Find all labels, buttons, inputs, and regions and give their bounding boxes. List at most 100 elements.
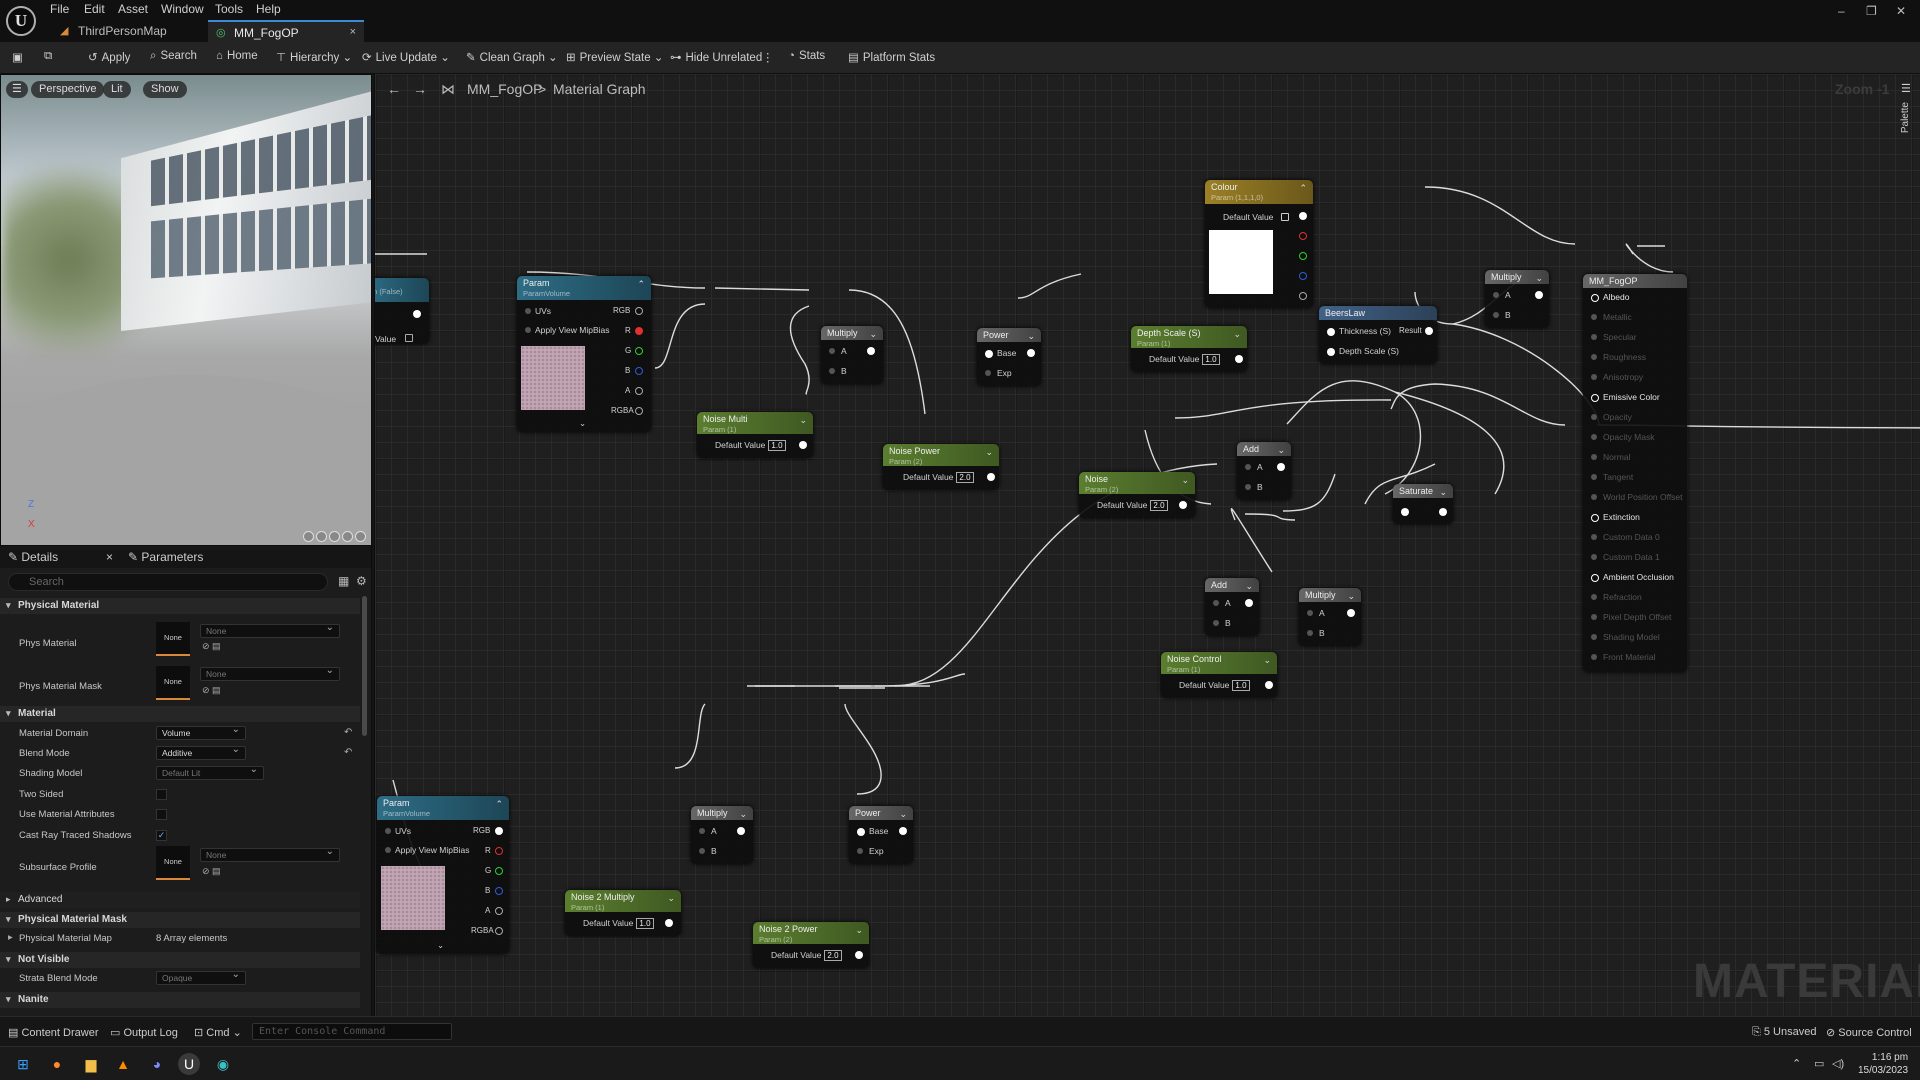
forward-arrow-icon[interactable]: → xyxy=(413,81,427,97)
output-pin[interactable] xyxy=(799,441,807,449)
chevron-down-icon[interactable]: ⌄ xyxy=(1263,655,1271,665)
system-clock[interactable]: 1:16 pm 15/03/2023 xyxy=(1858,1051,1908,1077)
input-pin[interactable] xyxy=(1591,654,1597,660)
unreal-logo-icon[interactable]: U xyxy=(6,6,36,36)
close-details-icon[interactable]: × xyxy=(106,550,114,564)
collapse-icon[interactable]: ⌃ xyxy=(1299,183,1307,193)
input-pin[interactable] xyxy=(1327,348,1335,356)
input-pin[interactable] xyxy=(1213,600,1219,606)
input-pin[interactable] xyxy=(1493,292,1499,298)
menu-tools[interactable]: Tools xyxy=(215,2,244,16)
input-pin[interactable] xyxy=(1591,634,1597,640)
more-options-icon[interactable]: ⋮ xyxy=(762,52,774,64)
material-graph-canvas[interactable]: ← → ⋈ MM_FogOP > Material Graph Zoom -1 … xyxy=(374,74,1920,1016)
breadcrumb-graph[interactable]: Material Graph xyxy=(553,81,646,97)
input-pin[interactable] xyxy=(1591,514,1599,522)
input-pin[interactable] xyxy=(1591,314,1597,320)
cube-icon[interactable] xyxy=(342,531,353,542)
output-pin[interactable] xyxy=(495,907,503,915)
details-scrollbar[interactable] xyxy=(362,596,367,736)
input-pin[interactable] xyxy=(1591,374,1597,380)
cmd-dropdown[interactable]: ⊡ Cmd ⌄ xyxy=(194,1027,242,1039)
input-pin[interactable] xyxy=(1591,474,1597,480)
collapse-icon[interactable]: ⌃ xyxy=(637,279,645,289)
palette-tab[interactable]: Palette xyxy=(1900,102,1911,134)
reset-icon[interactable]: ↶ xyxy=(344,727,353,738)
phys-material-dropdown[interactable]: None xyxy=(200,622,340,638)
input-pin[interactable] xyxy=(1591,534,1597,540)
input-pin[interactable] xyxy=(1591,594,1597,600)
power-node[interactable]: Power⌄ Base Exp xyxy=(849,806,913,864)
output-pin[interactable] xyxy=(635,407,643,415)
reset-icon[interactable]: ↶ xyxy=(344,747,353,758)
input-pin[interactable] xyxy=(1307,610,1313,616)
value-input[interactable]: 1.0 xyxy=(768,440,786,451)
source-control-button[interactable]: ⊘ Source Control xyxy=(1826,1027,1912,1039)
network-icon[interactable]: ▭ xyxy=(1814,1058,1825,1070)
add-node[interactable]: Add⌄ A B xyxy=(1205,578,1259,636)
chevron-down-icon[interactable]: ⌄ xyxy=(985,447,993,457)
input-pin[interactable] xyxy=(985,370,991,376)
input-pin[interactable] xyxy=(1591,334,1597,340)
input-pin[interactable] xyxy=(1327,328,1335,336)
restore-icon[interactable]: ❐ xyxy=(1866,4,1877,18)
color-picker-swatch[interactable] xyxy=(1281,213,1289,221)
cast-ray-traced-shadows-checkbox[interactable]: ✓ xyxy=(156,830,167,841)
browse-icon[interactable]: ⧉ xyxy=(44,50,53,62)
section-nanite[interactable]: ▾Nanite xyxy=(0,992,360,1008)
hide-unrelated-button[interactable]: ⊶Hide Unrelated xyxy=(670,50,762,64)
output-pin[interactable] xyxy=(899,827,907,835)
stats-button[interactable]: ◔Stats xyxy=(788,50,825,62)
asset-picker-icons[interactable]: ⊘ ▤ xyxy=(202,866,221,876)
input-pin[interactable] xyxy=(857,848,863,854)
output-pin[interactable] xyxy=(1265,681,1273,689)
chevron-down-icon[interactable]: ⌄ xyxy=(899,809,907,819)
output-pin[interactable] xyxy=(1535,291,1543,299)
input-pin[interactable] xyxy=(1591,554,1597,560)
input-pin[interactable] xyxy=(985,350,993,358)
output-pin[interactable] xyxy=(1027,349,1035,357)
chevron-down-icon[interactable]: ⌄ xyxy=(855,925,863,935)
phys-material-mask-dropdown[interactable]: None xyxy=(200,665,340,681)
close-tab-icon[interactable]: × xyxy=(349,26,356,38)
section-advanced[interactable]: ▸Advanced xyxy=(0,892,360,908)
plane-icon[interactable] xyxy=(329,531,340,542)
multiply-node[interactable]: Multiply⌄ A B xyxy=(1299,588,1361,646)
value-input[interactable]: 1.0 xyxy=(1202,354,1220,365)
output-pin[interactable] xyxy=(987,473,995,481)
section-not-visible[interactable]: ▾Not Visible xyxy=(0,952,360,968)
output-pin[interactable] xyxy=(665,919,673,927)
section-physical-material[interactable]: ▾Physical Material xyxy=(0,598,360,614)
multiply-node[interactable]: Multiply⌄ A B xyxy=(1485,270,1549,328)
output-pin[interactable] xyxy=(1439,508,1447,516)
input-pin[interactable] xyxy=(1591,414,1597,420)
asset-picker-icons[interactable]: ⊘ ▤ xyxy=(202,685,221,695)
output-pin[interactable] xyxy=(1235,355,1243,363)
chevron-down-icon[interactable]: ⌄ xyxy=(1027,331,1035,341)
close-window-icon[interactable]: ✕ xyxy=(1896,4,1907,18)
input-pin[interactable] xyxy=(1591,494,1597,500)
input-pin[interactable] xyxy=(1591,294,1599,302)
output-pin[interactable] xyxy=(1347,609,1355,617)
material-domain-dropdown[interactable]: Volume xyxy=(156,724,246,740)
preview-viewport[interactable]: ☰ Perspective Lit Show Z X xyxy=(0,74,372,546)
saturate-node[interactable]: Saturate⌄ xyxy=(1393,484,1453,524)
tab-thirdpersonmap[interactable]: ◢ ThirdPersonMap xyxy=(52,20,204,42)
output-pin[interactable] xyxy=(1179,501,1187,509)
input-pin[interactable] xyxy=(1591,574,1599,582)
output-pin[interactable] xyxy=(635,387,643,395)
shading-model-dropdown[interactable]: Default Lit xyxy=(156,764,264,780)
multiply-node[interactable]: Multiply⌄ A B xyxy=(821,326,883,384)
value-input[interactable]: 2.0 xyxy=(824,950,842,961)
output-pin[interactable] xyxy=(635,327,643,335)
input-pin[interactable] xyxy=(385,847,391,853)
minimize-icon[interactable]: – xyxy=(1838,4,1845,18)
sphere-icon[interactable] xyxy=(316,531,327,542)
menu-window[interactable]: Window xyxy=(161,2,204,16)
